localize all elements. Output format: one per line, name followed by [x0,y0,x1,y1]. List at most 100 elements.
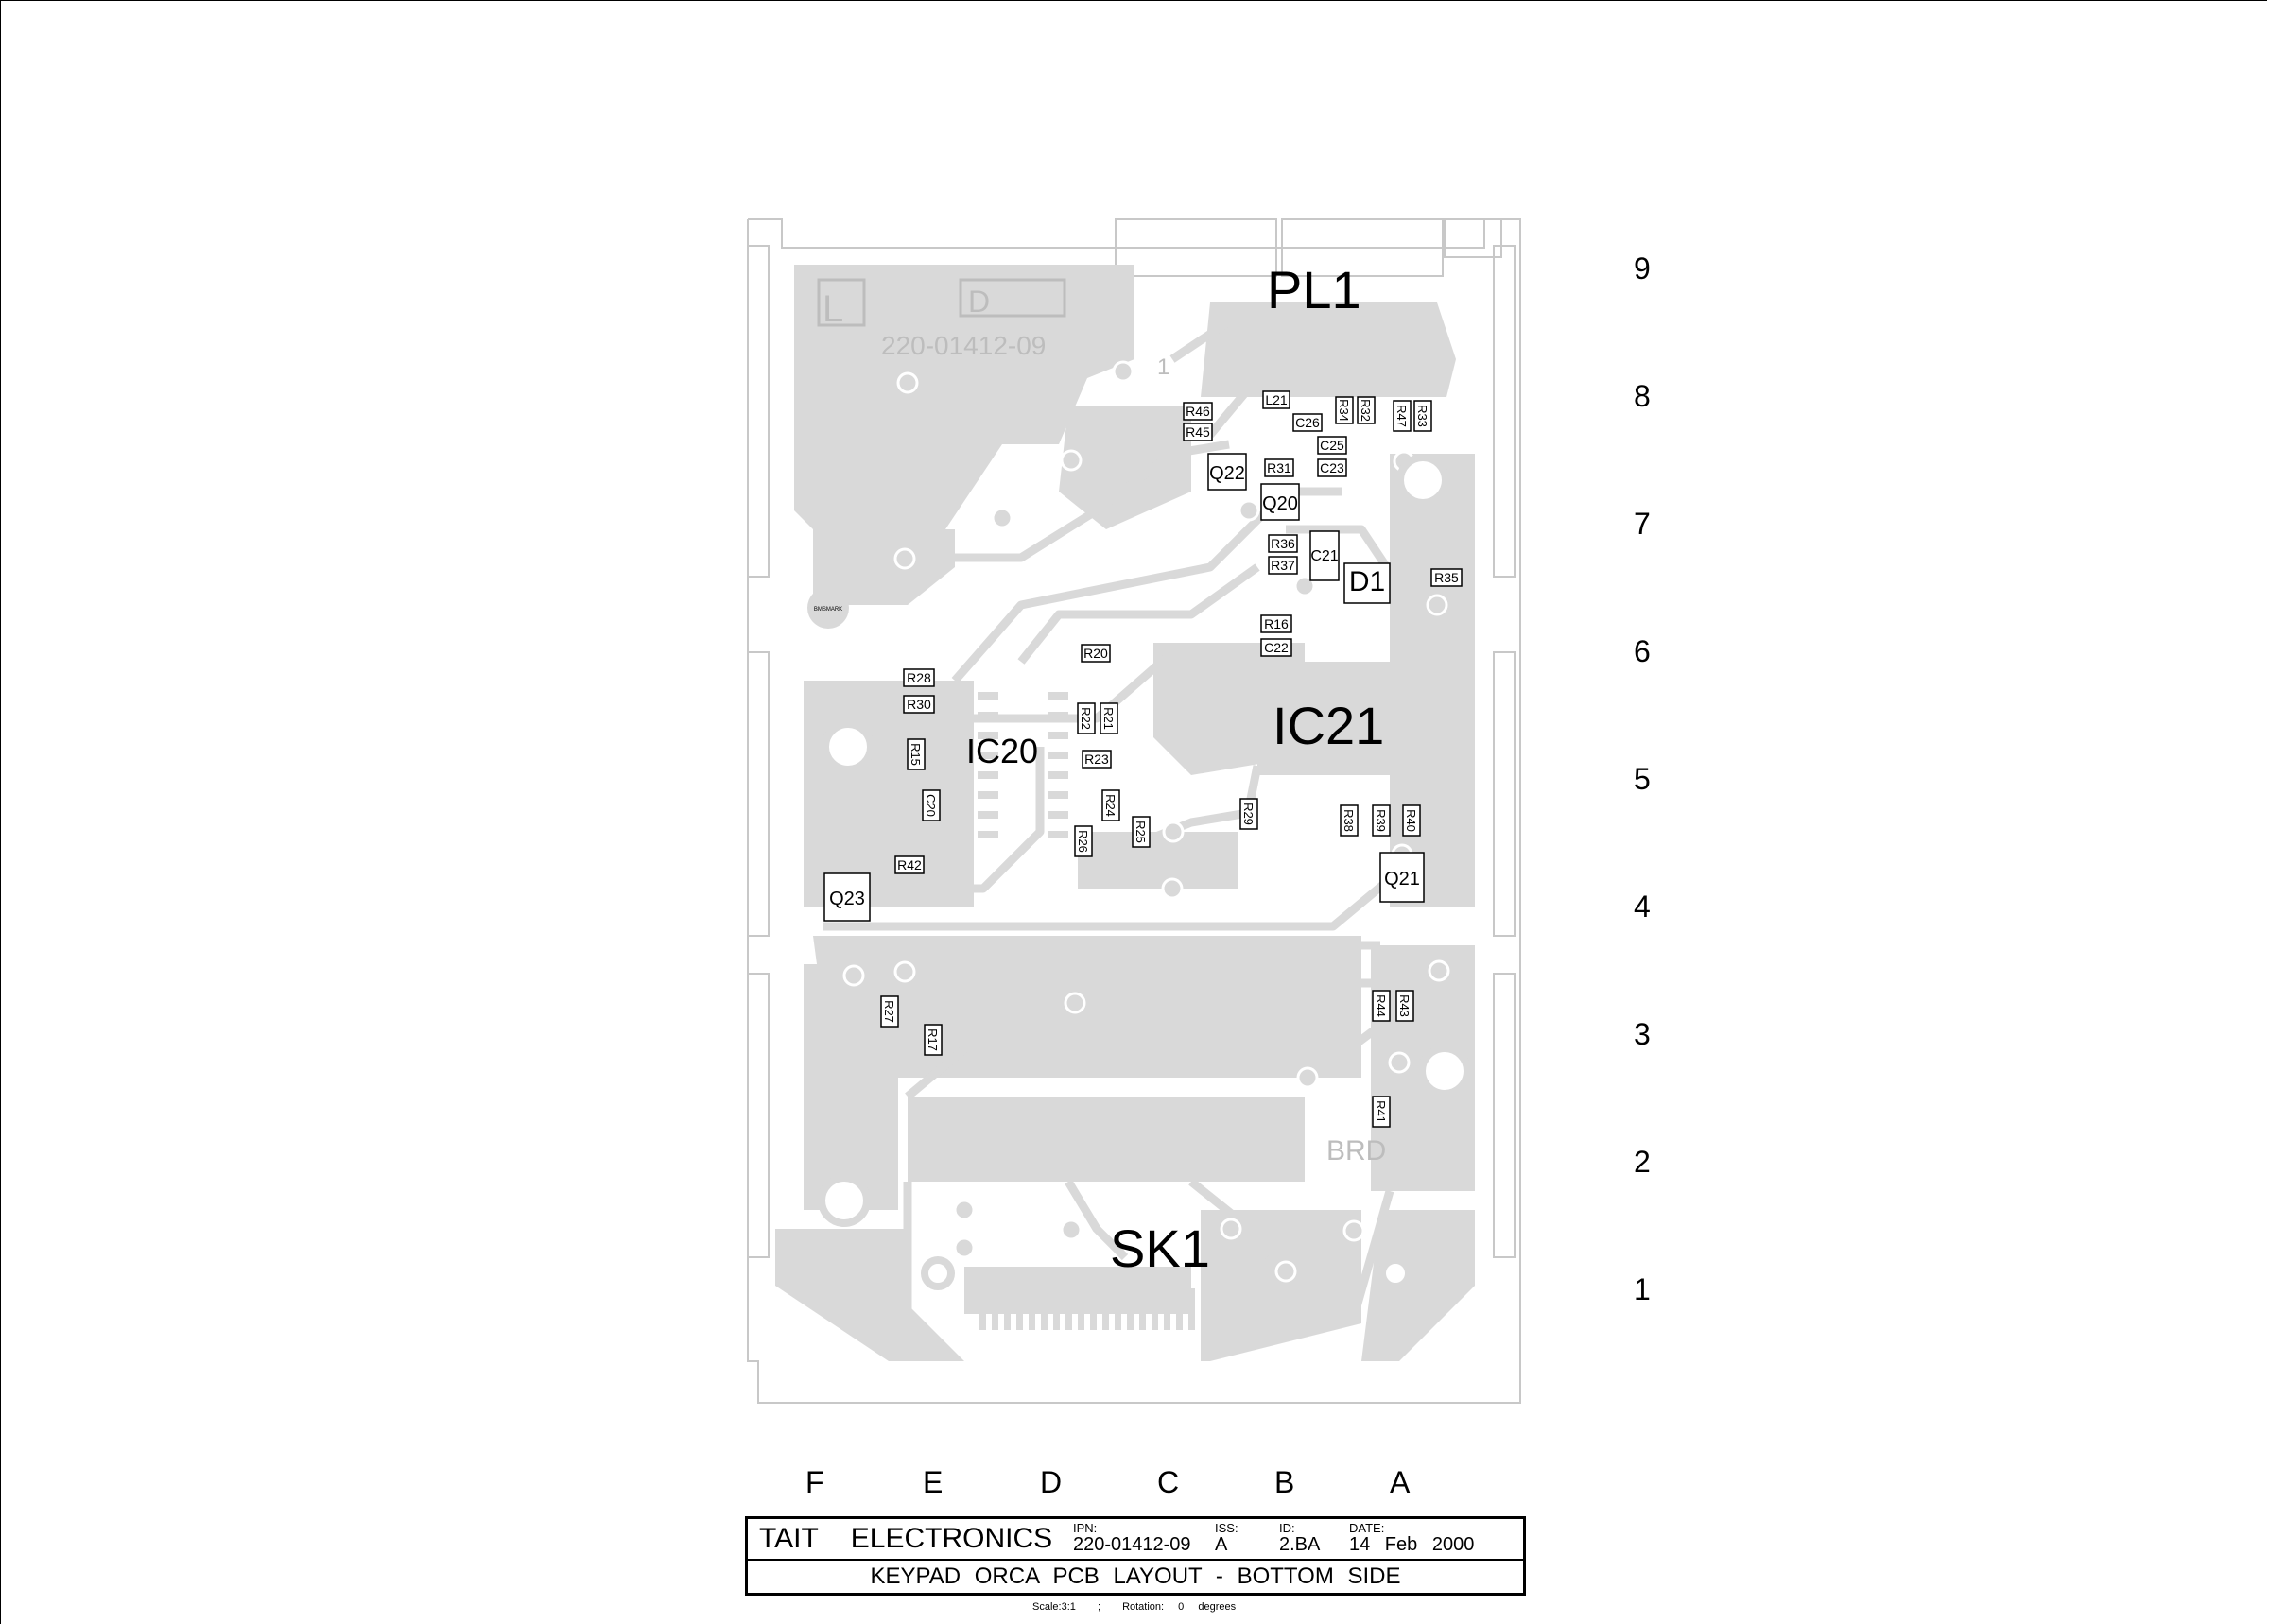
component-outline [1402,804,1421,837]
designator-IC21: IC21 [1273,696,1384,755]
component-outline [924,1024,943,1056]
component-designator: R28 [907,670,931,685]
row-label-9: 9 [1634,251,1651,285]
component-designator: R38 [1342,809,1356,832]
row-label-3: 3 [1634,1017,1651,1051]
ic20-pad [978,831,998,838]
component-designator: R30 [907,697,931,712]
component-r31: R31 [1264,458,1294,477]
ic21-pad [1320,667,1329,688]
pl1-pin [1287,338,1293,380]
component-designator: L21 [1265,392,1288,407]
sk1-connector-pins [979,1288,1318,1330]
sk1-pin [1065,1288,1072,1330]
component-outline [903,695,935,714]
component-designator: Q22 [1209,463,1245,484]
component-outline [1357,396,1376,424]
column-label-A: A [1390,1465,1411,1499]
component-designator: R26 [1076,830,1090,853]
component-r30: R30 [903,695,935,714]
component-outline [1183,423,1213,441]
pl1-pin [1429,338,1435,380]
sk1-pin [992,1288,998,1330]
designator-PL1: PL1 [1267,260,1361,320]
component-designator: R16 [1264,616,1289,631]
component-designator: R23 [1084,752,1109,767]
ic20-pad [1048,732,1068,739]
component-designator: R29 [1241,803,1256,825]
component-r40: R40 [1402,804,1421,837]
row-label-5: 5 [1634,762,1651,796]
designator-SK1: SK1 [1110,1218,1210,1278]
row-label-4: 4 [1634,890,1651,924]
company-word-1: TAIT [759,1523,819,1554]
ic20-pad [978,692,998,700]
sk1-pin [1176,1288,1183,1330]
component-c25: C25 [1317,436,1347,455]
pl1-pin [1298,338,1306,380]
ic21-pad [1337,752,1346,773]
component-r32: R32 [1357,396,1376,424]
component-designator: R44 [1374,994,1388,1017]
sk1-pin [1139,1288,1146,1330]
rotation-unit: degrees [1198,1601,1237,1613]
ic20-pad [978,811,998,819]
component-outline [1413,400,1432,432]
column-label-C: C [1157,1465,1180,1499]
title-block-title-row: KEYPAD ORCA PCB LAYOUT - BOTTOM SIDE [748,1559,1523,1595]
sk1-pin [1041,1288,1048,1330]
ic21-pad [1337,667,1346,688]
pl1-pin [1358,338,1364,380]
component-designator: R24 [1103,794,1117,817]
component-outline [1395,990,1414,1022]
column-label-E: E [923,1465,944,1499]
row-label-7: 7 [1634,507,1651,541]
component-r33: R33 [1413,400,1432,432]
component-designator: R37 [1271,558,1295,573]
id-value: 2.BA [1279,1534,1321,1555]
rotation-label: Rotation: [1122,1601,1165,1613]
fiducial-mark [807,587,849,629]
component-r47: R47 [1393,400,1412,432]
component-designator: R21 [1101,707,1116,730]
fiducial-label: BMSMARK [814,607,842,613]
copper-pour [775,265,1475,1361]
component-designator: R39 [1374,809,1388,832]
ipn-value: 220-01412-09 [1073,1534,1191,1555]
component-designator: R32 [1359,399,1373,422]
ic21-pad [1354,752,1363,773]
column-label-D: D [1040,1465,1063,1499]
component-outline [1268,534,1298,553]
component-c21: C21 [1309,530,1340,581]
component-designator: R36 [1271,536,1295,551]
sk1-pin [1311,1288,1318,1330]
component-designator: Q21 [1384,869,1420,890]
sk1-pin [1078,1288,1084,1330]
ic21-pad [1371,752,1380,773]
component-outline [1335,396,1354,424]
mounting-holes [818,454,1471,1290]
sk1-pin [1274,1288,1281,1330]
component-r35: R35 [1430,568,1463,587]
date-value: 14 Feb 2000 [1349,1534,1475,1555]
ic20-pad [978,791,998,799]
sk1-pin [979,1288,986,1330]
row-label-1: 1 [1634,1272,1651,1306]
sk1-pin [1238,1288,1244,1330]
pl1-pin [1369,338,1377,380]
pl1-connector-pins [1216,338,1447,380]
ic20-pad [1048,811,1068,819]
silk-L: L [823,288,843,330]
component-r42: R42 [894,855,925,874]
ic21-pad [1354,667,1363,688]
pl1-pin [1381,338,1388,380]
component-q20: Q20 [1260,483,1300,521]
sk1-pin [1053,1288,1060,1330]
component-outline [1260,483,1300,521]
component-designator: R20 [1083,646,1108,661]
sk1-pin [1201,1288,1207,1330]
ic21-pad [1286,667,1295,688]
component-outline [1262,390,1290,409]
component-r24: R24 [1101,789,1120,821]
